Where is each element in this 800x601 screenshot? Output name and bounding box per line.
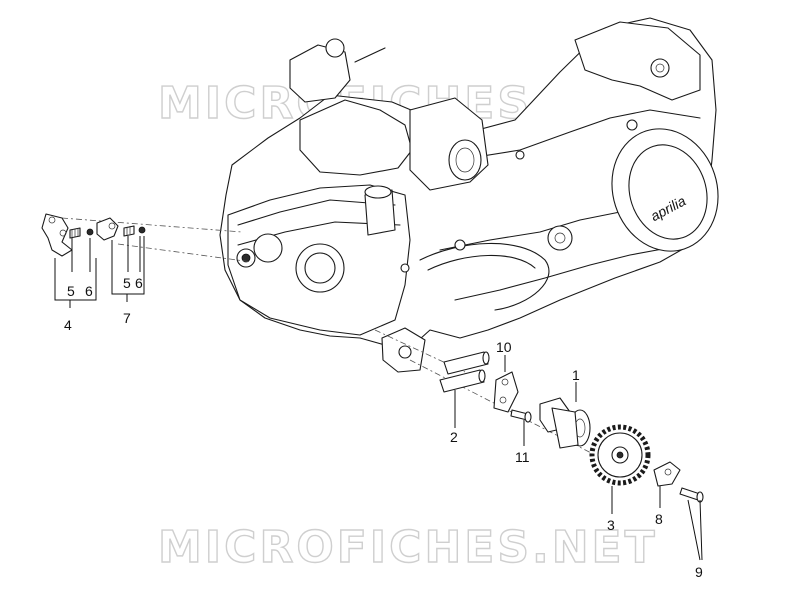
adjuster-screw-part-5b [123, 225, 135, 237]
callout-9: 9 [695, 564, 703, 580]
rocker-arm-part-7 [96, 217, 119, 241]
cam-gear-part-3 [589, 424, 651, 514]
nut-part-6a [86, 228, 94, 236]
bolts-part-9 [679, 487, 704, 561]
callout-3: 3 [607, 517, 615, 533]
nut-part-6b [138, 226, 146, 234]
watermark-bottom: MICROFICHES.NET [158, 522, 658, 573]
callout-11: 11 [515, 449, 530, 465]
callout-6a: 6 [85, 283, 93, 299]
rocker-arm-part-4 [41, 213, 73, 257]
callout-2: 2 [450, 429, 458, 445]
callout-4: 4 [64, 317, 72, 333]
bracket-leaders-4-7 [54, 236, 145, 308]
callout-labels: 5 6 4 5 6 7 10 1 2 11 3 8 9 [64, 275, 703, 580]
adjuster-screw-part-5a [69, 227, 81, 239]
callout-1: 1 [572, 367, 580, 383]
callout-7: 7 [123, 310, 131, 326]
callout-5b: 5 [123, 275, 131, 291]
callout-5a: 5 [67, 283, 75, 299]
decompressor-part-8 [653, 461, 681, 508]
dowel-pins-part-2 [439, 351, 490, 428]
callout-8: 8 [655, 511, 663, 527]
screw-part-11 [510, 409, 532, 446]
callout-6b: 6 [135, 275, 143, 291]
camshaft-part-1 [539, 382, 591, 449]
engine-assembly: aprilia [219, 17, 719, 373]
cover-plate-part-10 [493, 355, 519, 413]
callout-10: 10 [496, 339, 512, 355]
